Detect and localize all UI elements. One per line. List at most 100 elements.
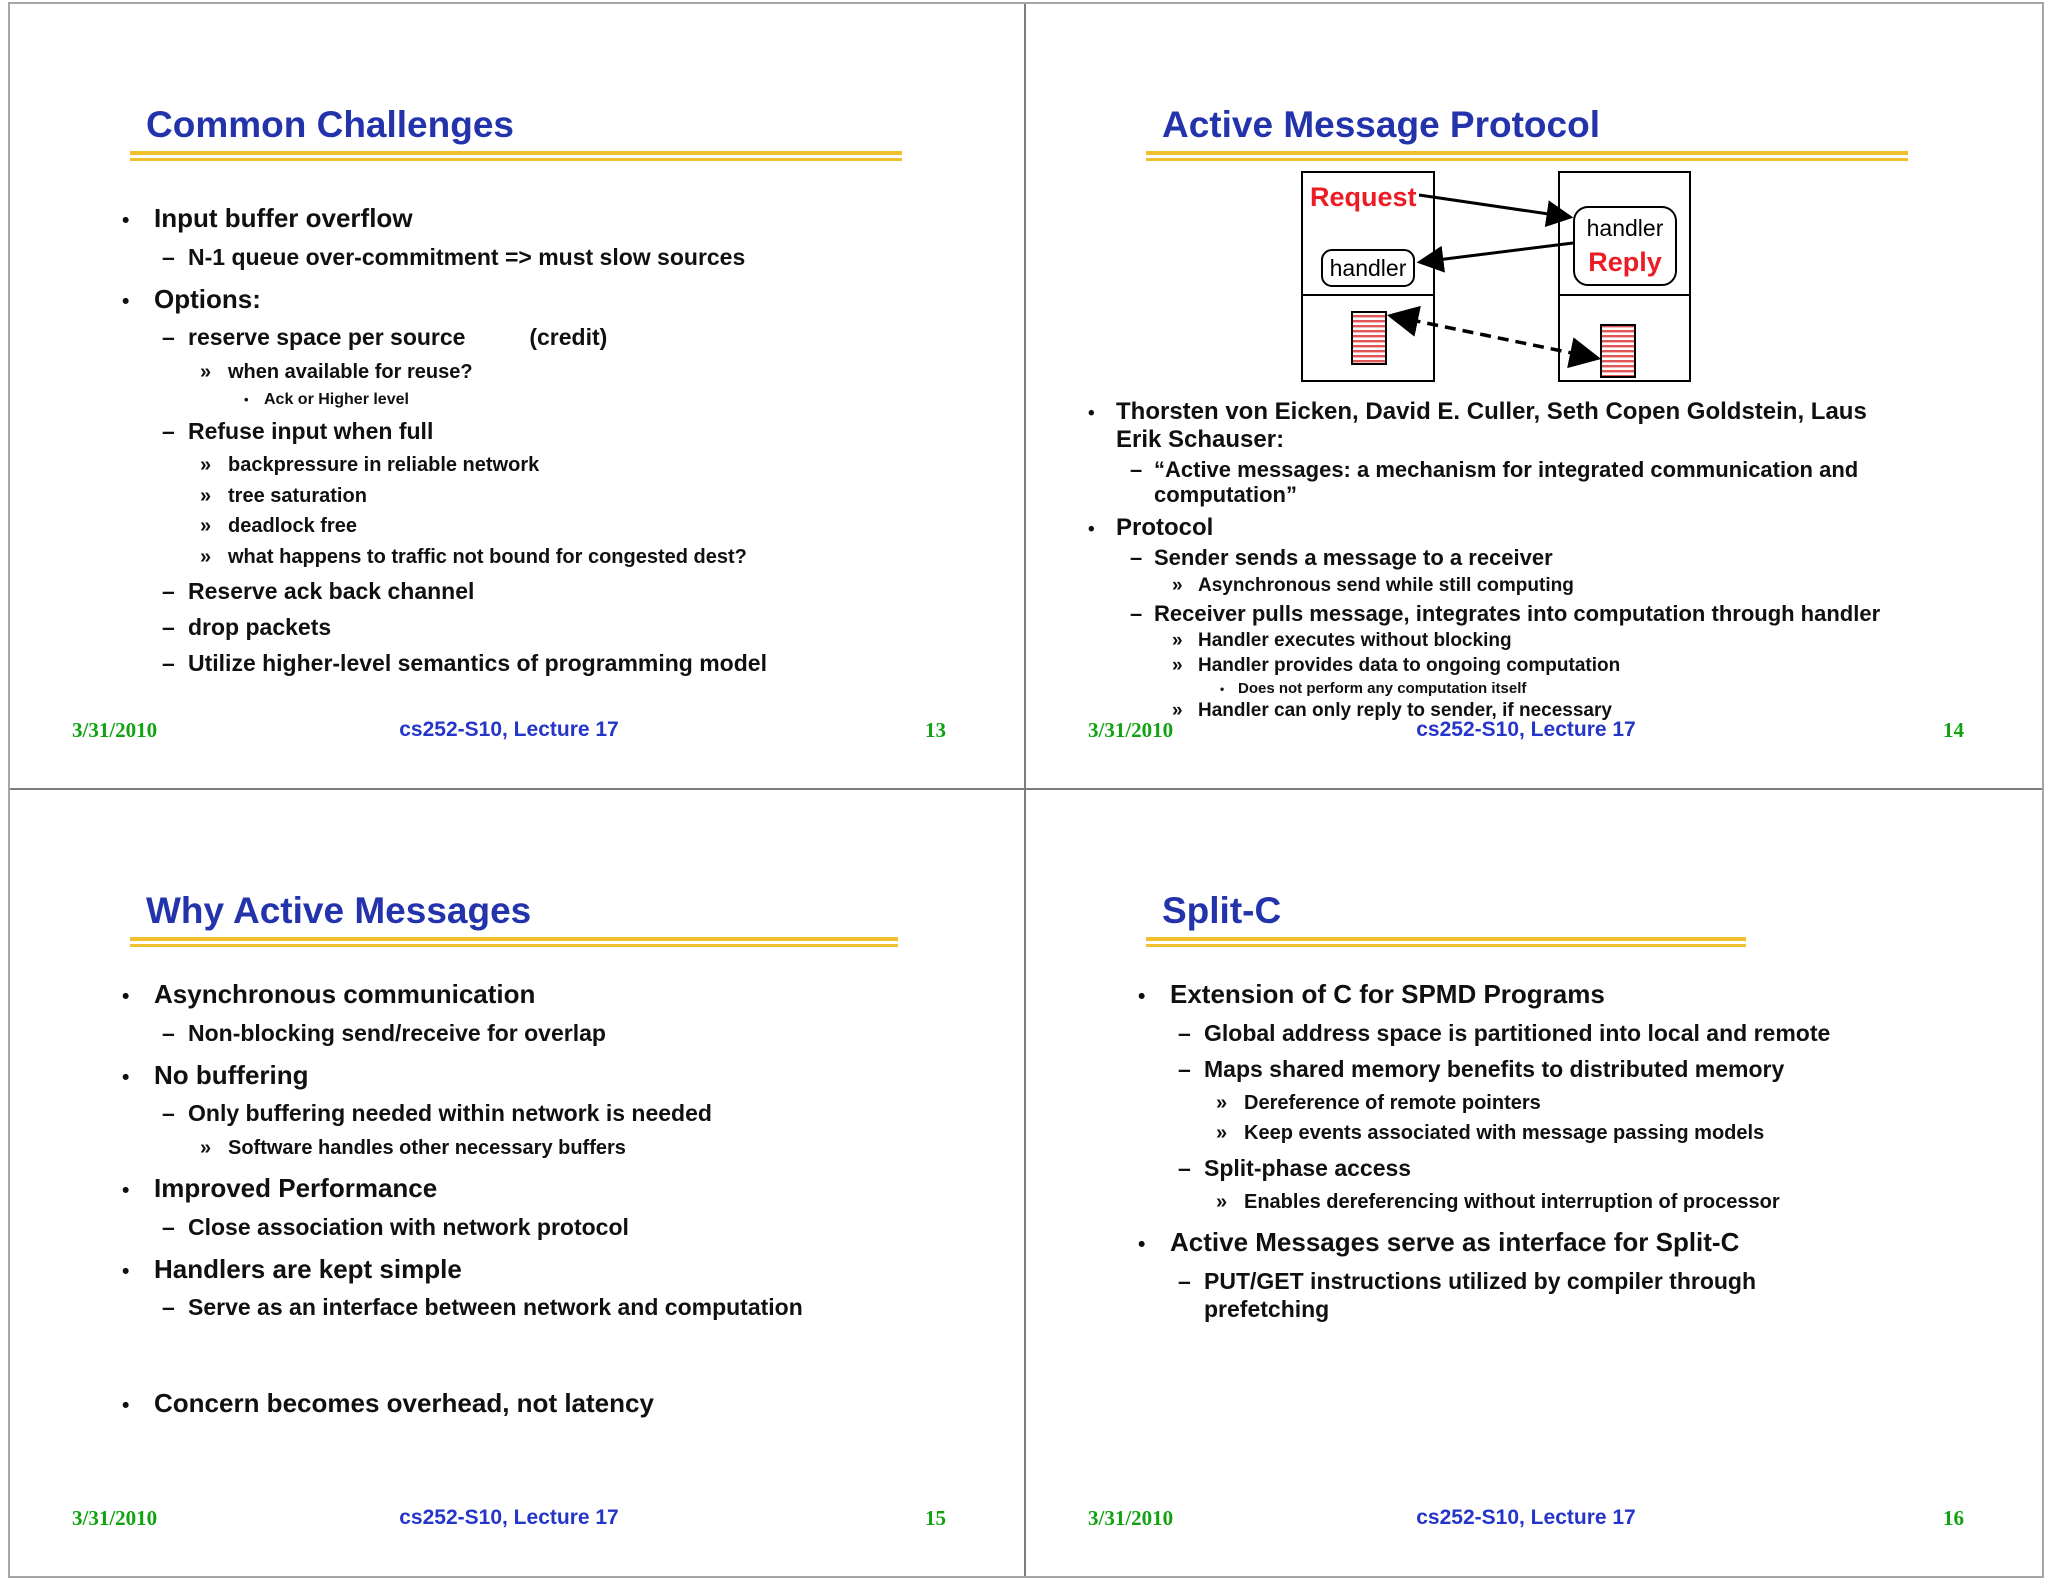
bullet-item: » Software handles other necessary buffer… xyxy=(10,1136,984,1160)
slide-footer: 3/31/2010 cs252-S10, Lecture 17 13 xyxy=(72,718,946,746)
bullet-marker: • xyxy=(122,1394,130,1418)
bullet-list: •Asynchronous communication–Non-blocking… xyxy=(10,966,984,1424)
bullet-text: Asynchronous send while still computing xyxy=(1198,574,1574,596)
request-label: Request xyxy=(1310,182,1417,212)
bullet-text: Does not perform any computation itself xyxy=(1238,679,1527,697)
footer-date: 3/31/2010 xyxy=(72,1506,158,1530)
bullet-text: “Active messages: a mechanism for integr… xyxy=(1154,457,1859,508)
bullet-marker: » xyxy=(1216,1091,1228,1114)
bullet-marker: • xyxy=(1138,985,1146,1008)
bullet-marker: • xyxy=(122,1259,130,1283)
footer-date: 3/31/2010 xyxy=(1088,1506,1174,1530)
bullet-marker: » xyxy=(1172,699,1183,721)
bullet-text: Maps shared memory benefits to distribut… xyxy=(1204,1055,1785,1082)
title-underline xyxy=(130,151,902,161)
bullet-item: –Sender sends a message to a receiver xyxy=(1026,545,2018,570)
bullet-marker: • xyxy=(1220,681,1225,696)
bullet-item: –Close association with network protocol xyxy=(10,1213,984,1241)
footer-course: cs252-S10, Lecture 17 xyxy=(1416,1506,1636,1529)
bullet-text: Handlers are kept simple xyxy=(154,1253,462,1284)
bullet-item: –Non-blocking send/receive for overlap xyxy=(10,1019,984,1047)
bullet-marker: • xyxy=(122,985,130,1008)
bullet-marker: • xyxy=(1138,1233,1146,1257)
bullet-text: reserve space per source (credit) xyxy=(188,324,608,351)
slide-title: Active Message Protocol xyxy=(1162,104,1600,145)
bullet-marker: • xyxy=(1088,403,1095,424)
bullet-item: • Thorsten von Eicken, David E. Culler, S… xyxy=(1026,398,2018,453)
receiver-buffer xyxy=(1600,324,1636,378)
bullet-item: –PUT/GET instructions utilized by compil… xyxy=(1026,1267,2002,1323)
bullet-item: –reserve space per source (credit) xyxy=(10,323,984,351)
bullet-text: Utilize higher-level semantics of progra… xyxy=(188,650,767,677)
footer-page-number: 16 xyxy=(1943,1506,1964,1530)
bullet-text: Split-phase access xyxy=(1204,1154,1412,1181)
bullet-text: Handler executes without blocking xyxy=(1198,629,1512,651)
bullet-item: –Split-phase access xyxy=(1026,1154,2002,1182)
slide-title-block: Split-C xyxy=(1146,890,1998,947)
bullet-item: –Global address space is partitioned int… xyxy=(1026,1019,2002,1047)
bullet-item: –Only buffering needed within network is… xyxy=(10,1099,984,1127)
bullet-item: •Active Messages serve as interface for … xyxy=(1026,1227,2002,1259)
bullet-list: • Thorsten von Eicken, David E. Culler, S… xyxy=(1026,392,2018,725)
footer-date: 3/31/2010 xyxy=(72,718,158,742)
bullet-marker: • xyxy=(122,289,130,313)
bullet-item: –“Active messages: a mechanism for integ… xyxy=(1026,457,2018,508)
bullet-marker: – xyxy=(162,1100,175,1127)
handout-page: Common Challenges •Input buffer overflow… xyxy=(8,2,2044,1578)
bullet-marker: » xyxy=(1216,1190,1228,1213)
bullet-marker: – xyxy=(1130,600,1143,626)
footer-course: cs252-S10, Lecture 17 xyxy=(399,1506,619,1529)
bullet-text: when available for reuse? xyxy=(228,360,473,383)
bullet-marker: – xyxy=(162,650,175,677)
bullet-item: »Keep events associated with message pas… xyxy=(1026,1121,2002,1145)
slide-title: Why Active Messages xyxy=(146,890,532,931)
bullet-item: »Enables dereferencing without interrupt… xyxy=(1026,1190,2002,1214)
bullet-marker: – xyxy=(162,243,175,270)
bullet-marker: – xyxy=(162,418,175,445)
bullet-list: •Extension of C for SPMD Programs–Global… xyxy=(1026,966,2002,1331)
slide-footer: 3/31/2010 cs252-S10, Lecture 17 16 xyxy=(1088,1506,1964,1534)
footer-page-number: 13 xyxy=(925,718,946,742)
bullet-item: »Handler provides data to ongoing comput… xyxy=(1026,655,2018,677)
slide-footer: 3/31/2010 cs252-S10, Lecture 17 14 xyxy=(1088,718,1964,746)
bullet-item: »Dereference of remote pointers xyxy=(1026,1091,2002,1115)
bullet-text: PUT/GET instructions utilized by compile… xyxy=(1204,1267,1757,1322)
bullet-item: • Handlers are kept simple xyxy=(10,1254,984,1286)
bullet-marker: • xyxy=(122,1178,130,1202)
reply-arrow xyxy=(1416,241,1574,273)
bullet-text: N-1 queue over-commitment => must slow s… xyxy=(188,243,746,270)
bullet-text: Reserve ack back channel xyxy=(188,578,475,605)
reply-label: Reply xyxy=(1588,247,1662,277)
bullet-item: –drop packets xyxy=(10,613,984,641)
bullet-text: what happens to traffic not bound for co… xyxy=(228,545,747,568)
bullet-item: »Handler executes without blocking xyxy=(1026,630,2018,652)
slide-footer: 3/31/2010 cs252-S10, Lecture 17 15 xyxy=(72,1506,946,1534)
bullet-marker: • xyxy=(1088,518,1095,540)
bullet-marker: • xyxy=(122,1065,130,1089)
bullet-text: Non-blocking send/receive for overlap xyxy=(188,1019,606,1046)
bullet-marker: – xyxy=(1178,1055,1191,1082)
bullet-marker: – xyxy=(162,1213,175,1240)
bullet-item: •Concern becomes overhead, not latency xyxy=(10,1388,984,1420)
bullet-text: Software handles other necessary buffers xyxy=(228,1136,626,1159)
bullet-marker: – xyxy=(162,614,175,641)
bullet-marker: » xyxy=(200,1136,212,1159)
active-message-diagram: Request handler handler Reply xyxy=(1301,171,1691,382)
bullet-item: • Asynchronous communication xyxy=(10,979,984,1011)
bullet-item: »when available for reuse? xyxy=(10,360,984,384)
bullet-text: Refuse input when full xyxy=(188,418,434,445)
request-arrow xyxy=(1418,193,1574,228)
bullet-text: Improved Performance xyxy=(154,1172,438,1203)
bullet-text: Handler can only reply to sender, if nec… xyxy=(1198,699,1612,721)
slide-active-message-protocol: Active Message Protocol xyxy=(1026,4,2042,790)
bullet-item: –Reserve ack back channel xyxy=(10,577,984,605)
bullet-text: Asynchronous communication xyxy=(154,979,536,1009)
bullet-item: •Protocol xyxy=(1026,514,2018,542)
bullet-text: Thorsten von Eicken, David E. Culler, Se… xyxy=(1116,398,1867,453)
slide-title-block: Why Active Messages xyxy=(130,890,980,947)
slide-title-block: Active Message Protocol xyxy=(1146,104,1998,161)
title-underline xyxy=(1146,151,1908,161)
bullet-marker: » xyxy=(200,484,212,507)
bullet-item: –Refuse input when full xyxy=(10,417,984,445)
bullet-item: –Serve as an interface between network a… xyxy=(10,1293,984,1321)
